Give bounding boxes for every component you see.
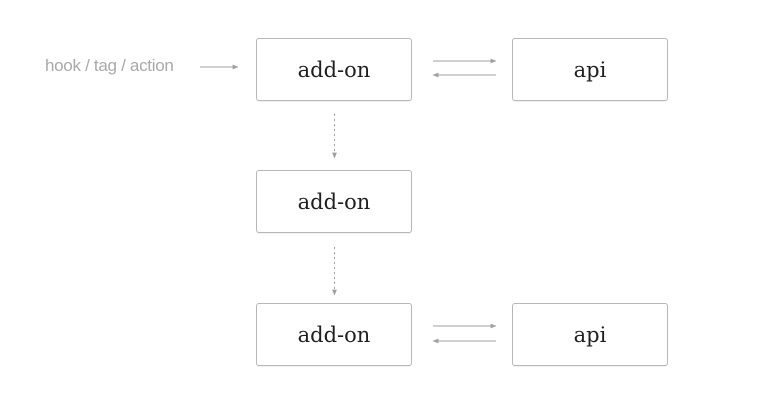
- addon-node-1: add-on: [256, 38, 412, 101]
- api-node-2: api: [512, 303, 668, 366]
- addon-node-3: add-on: [256, 303, 412, 366]
- trigger-label: hook / tag / action: [45, 56, 174, 75]
- addon-node-2: add-on: [256, 170, 412, 233]
- api-node-1: api: [512, 38, 668, 101]
